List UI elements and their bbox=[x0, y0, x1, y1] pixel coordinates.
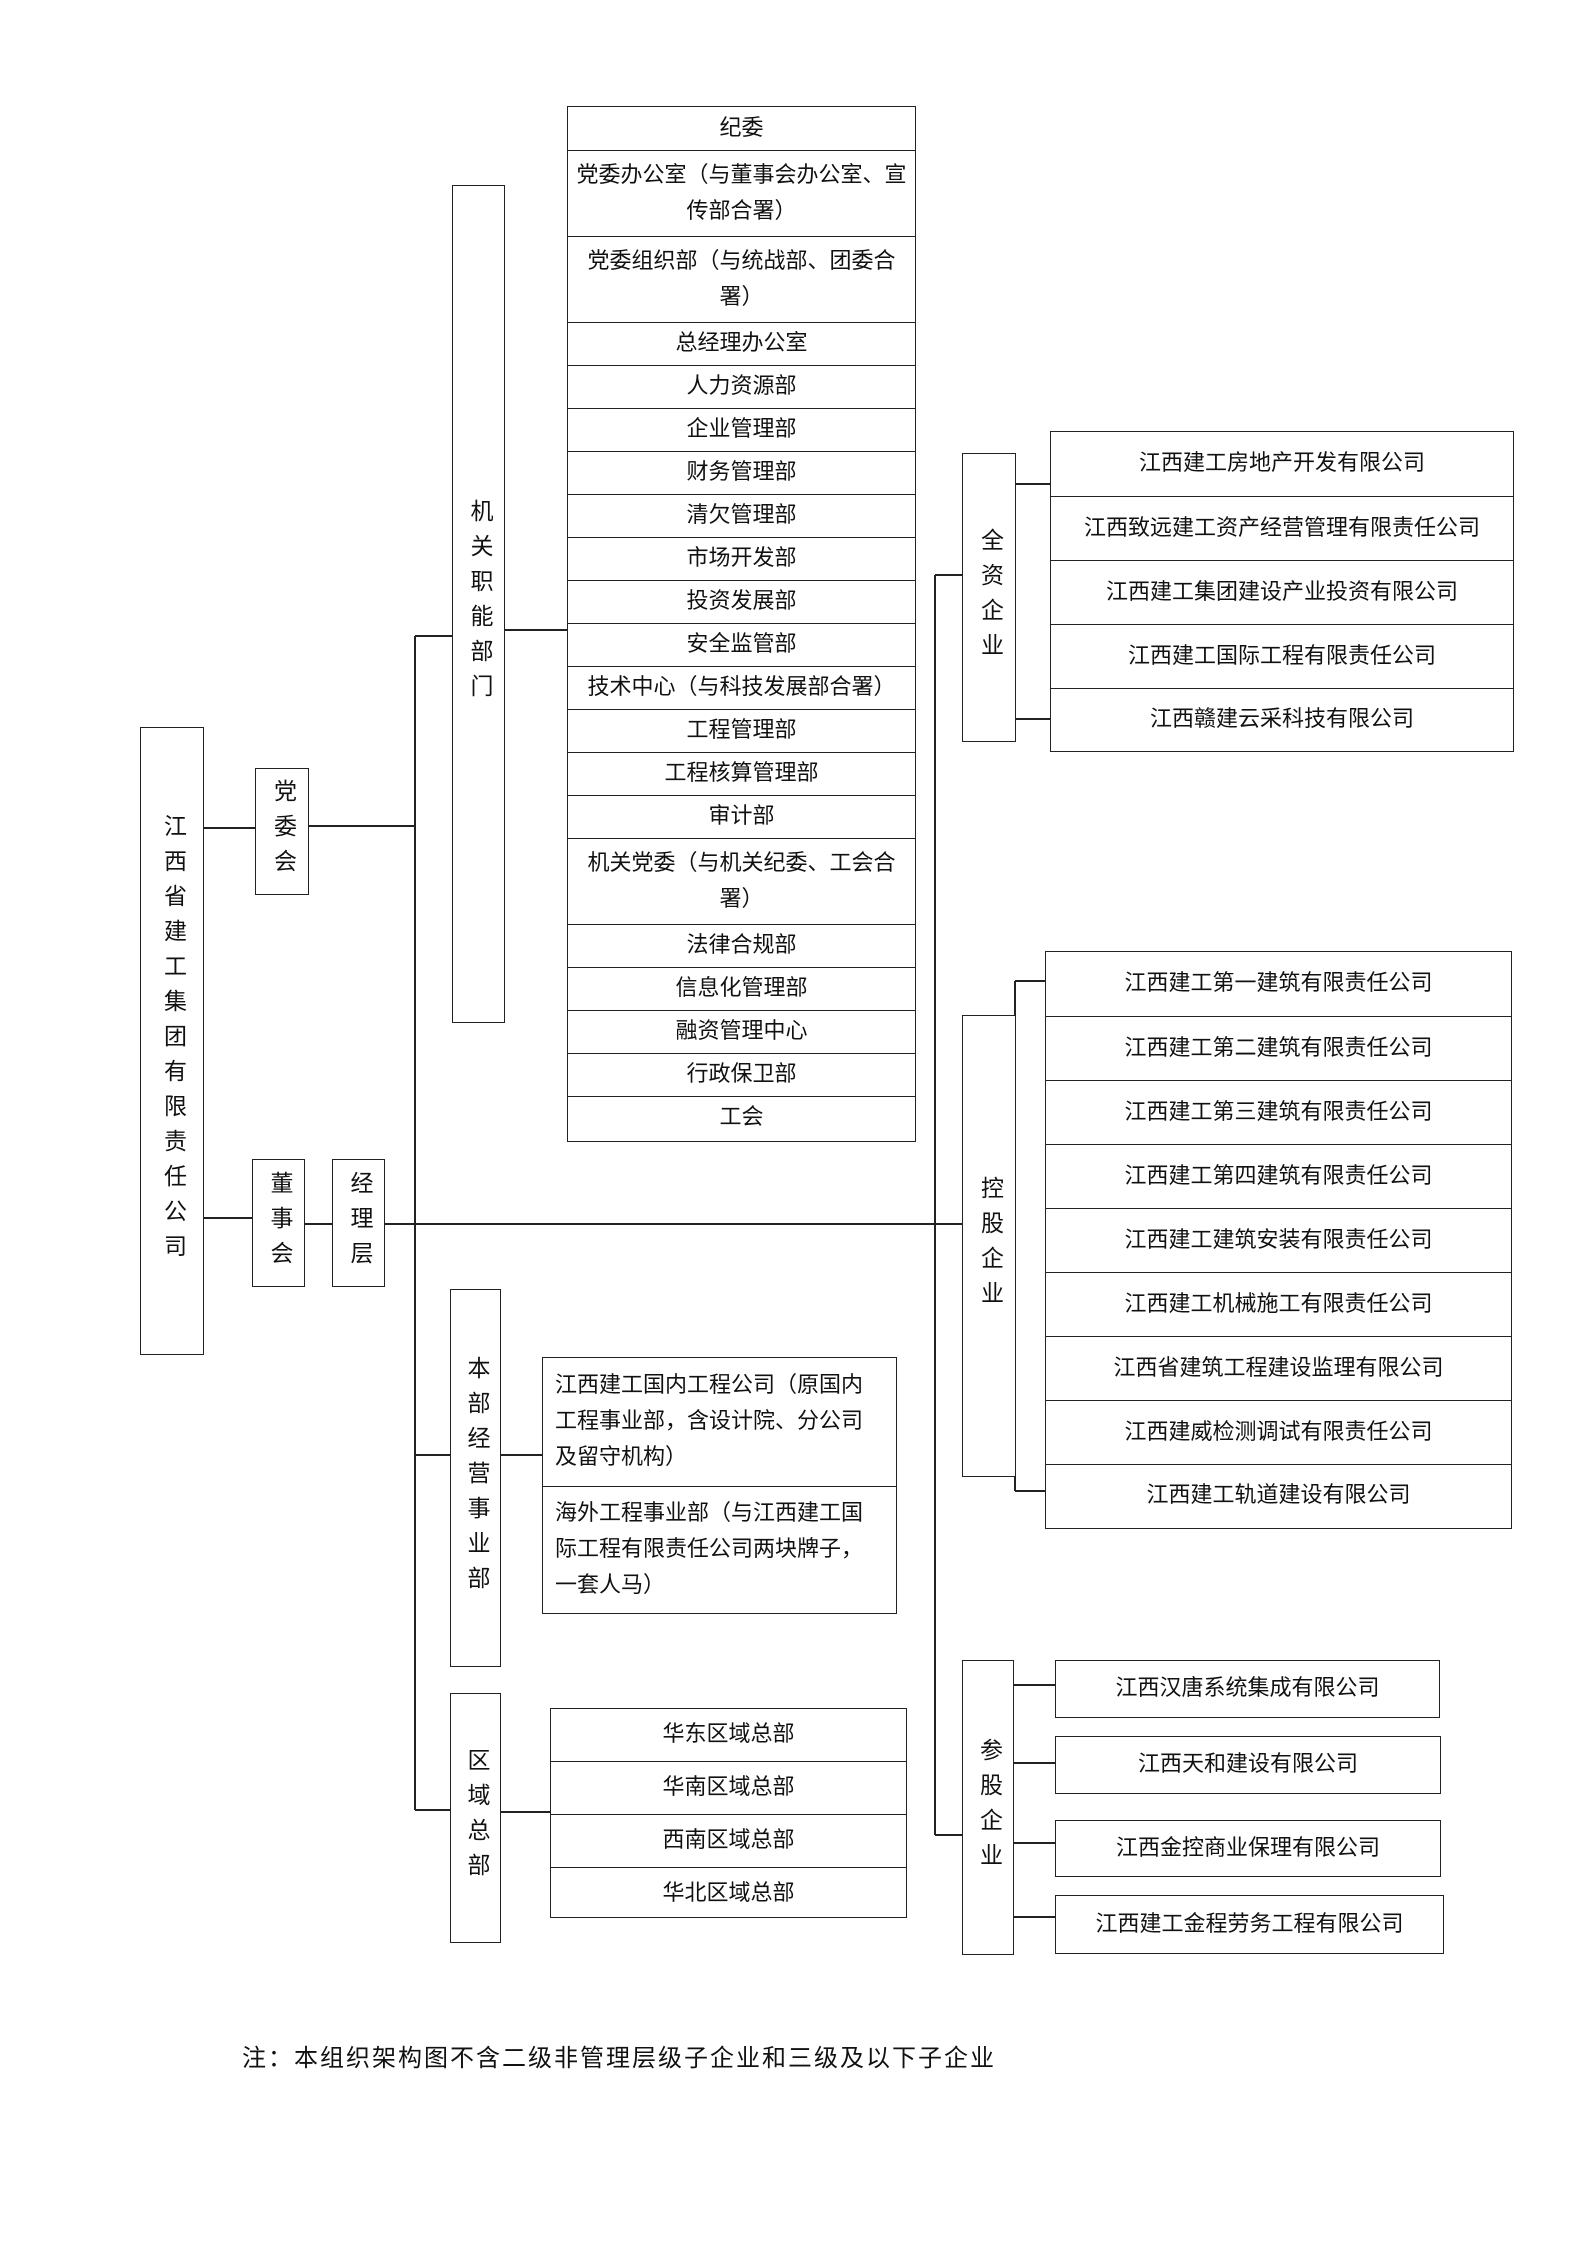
list-item: 工会 bbox=[568, 1096, 915, 1139]
list-item: 信息化管理部 bbox=[568, 967, 915, 1010]
list-item: 法律合规部 bbox=[568, 924, 915, 967]
list-item: 纪委 bbox=[719, 115, 764, 141]
business-divisions-list: 江西建工国内工程公司（原国内工程事业部，含设计院、分公司及留守机构） 海外工程事… bbox=[542, 1357, 897, 1614]
list-item: 江西建工第四建筑有限责任公司 bbox=[1046, 1144, 1511, 1208]
wholly-owned-label: 全资企业 bbox=[962, 453, 1016, 742]
participating-label: 参股企业 bbox=[962, 1660, 1014, 1955]
management-layer: 经理层 bbox=[332, 1159, 385, 1287]
holding-label: 控股企业 bbox=[962, 1015, 1016, 1477]
list-item: 西南区域总部 bbox=[551, 1814, 906, 1867]
list-item: 审计部 bbox=[568, 795, 915, 838]
holding-list: 江西建工第一建筑有限责任公司 江西建工第二建筑有限责任公司 江西建工第三建筑有限… bbox=[1045, 951, 1512, 1529]
list-item: 江西建工第三建筑有限责任公司 bbox=[1046, 1080, 1511, 1144]
list-item: 江西建工机械施工有限责任公司 bbox=[1046, 1272, 1511, 1336]
functional-departments-label: 机关职能部门 bbox=[452, 185, 505, 1023]
list-item: 投资发展部 bbox=[568, 580, 915, 623]
list-item: 江西建工房地产开发有限公司 bbox=[1138, 451, 1425, 476]
list-item: 清欠管理部 bbox=[568, 494, 915, 537]
participating-company: 江西金控商业保理有限公司 bbox=[1055, 1820, 1441, 1877]
list-item: 党委组织部（与统战部、团委合署） bbox=[568, 236, 915, 322]
root-company: 江西省建工集团有限责任公司 bbox=[140, 727, 204, 1355]
regional-hq-label: 区域总部 bbox=[450, 1693, 501, 1943]
list-item: 工程管理部 bbox=[568, 709, 915, 752]
list-item: 人力资源部 bbox=[568, 365, 915, 408]
list-item: 融资管理中心 bbox=[568, 1010, 915, 1053]
list-item: 江西赣建云采科技有限公司 bbox=[1051, 688, 1513, 750]
board-of-directors: 董事会 bbox=[252, 1159, 305, 1287]
list-item: 市场开发部 bbox=[568, 537, 915, 580]
list-item: 华东区域总部 bbox=[662, 1722, 795, 1747]
footnote: 注：本组织架构图不含二级非管理层级子企业和三级及以下子企业 bbox=[242, 2044, 996, 2072]
list-item: 工程核算管理部 bbox=[568, 752, 915, 795]
list-item: 华南区域总部 bbox=[551, 1761, 906, 1814]
participating-company: 江西建工金程劳务工程有限公司 bbox=[1055, 1895, 1444, 1954]
business-divisions-label: 本部经营事业部 bbox=[450, 1289, 501, 1667]
list-item: 江西建威检测调试有限责任公司 bbox=[1046, 1400, 1511, 1464]
wholly-owned-list: 江西建工房地产开发有限公司 江西致远建工资产经营管理有限责任公司 江西建工集团建… bbox=[1050, 431, 1514, 752]
list-item: 技术中心（与科技发展部合署） bbox=[568, 666, 915, 709]
participating-company: 江西天和建设有限公司 bbox=[1055, 1736, 1441, 1794]
list-item: 江西建工集团建设产业投资有限公司 bbox=[1051, 560, 1513, 624]
list-item: 江西省建筑工程建设监理有限公司 bbox=[1046, 1336, 1511, 1400]
list-item: 总经理办公室 bbox=[568, 322, 915, 365]
party-committee: 党委会 bbox=[255, 768, 309, 895]
list-item: 海外工程事业部（与江西建工国际工程有限责任公司两块牌子，一套人马） bbox=[543, 1486, 896, 1612]
list-item: 江西建工第二建筑有限责任公司 bbox=[1046, 1016, 1511, 1080]
list-item: 机关党委（与机关纪委、工会合署） bbox=[568, 838, 915, 924]
functional-departments-list: 纪委 党委办公室（与董事会办公室、宣传部合署） 党委组织部（与统战部、团委合署）… bbox=[567, 106, 916, 1142]
list-item: 华北区域总部 bbox=[551, 1867, 906, 1919]
list-item: 行政保卫部 bbox=[568, 1053, 915, 1096]
list-item: 安全监管部 bbox=[568, 623, 915, 666]
list-item: 江西建工轨道建设有限公司 bbox=[1046, 1464, 1511, 1526]
participating-company: 江西汉唐系统集成有限公司 bbox=[1055, 1660, 1440, 1718]
list-item: 江西建工国内工程公司（原国内工程事业部，含设计院、分公司及留守机构） bbox=[555, 1373, 864, 1470]
list-item: 党委办公室（与董事会办公室、宣传部合署） bbox=[568, 150, 915, 236]
list-item: 江西建工第一建筑有限责任公司 bbox=[1124, 971, 1433, 996]
list-item: 江西建工国际工程有限责任公司 bbox=[1051, 624, 1513, 688]
list-item: 财务管理部 bbox=[568, 451, 915, 494]
list-item: 江西致远建工资产经营管理有限责任公司 bbox=[1051, 496, 1513, 560]
list-item: 江西建工建筑安装有限责任公司 bbox=[1046, 1208, 1511, 1272]
regional-hq-list: 华东区域总部 华南区域总部 西南区域总部 华北区域总部 bbox=[550, 1708, 907, 1918]
list-item: 企业管理部 bbox=[568, 408, 915, 451]
